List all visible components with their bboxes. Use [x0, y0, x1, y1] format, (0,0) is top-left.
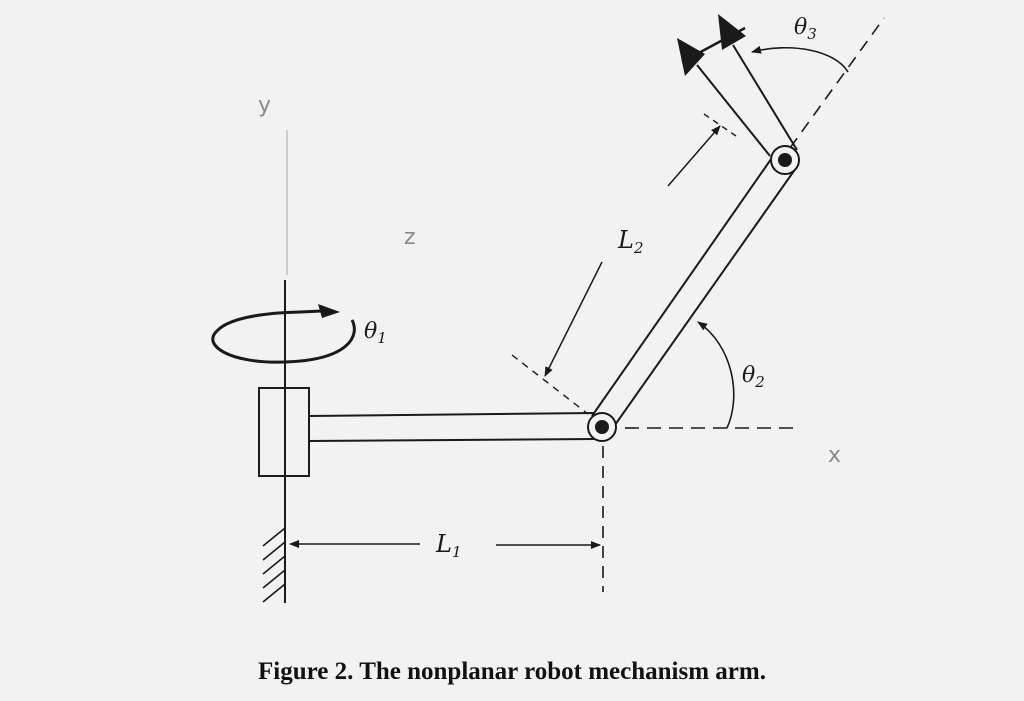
- link-3: [696, 44, 798, 157]
- l2-label: L2: [617, 226, 643, 257]
- l2-dimension-extension-top: [703, 113, 737, 137]
- link-2: [591, 151, 797, 433]
- theta2-arc: [697, 321, 735, 429]
- theta3-arc: [751, 45, 849, 73]
- x-axis-label: x: [828, 443, 841, 468]
- joint-3: [770, 145, 800, 175]
- gripper: [677, 14, 746, 76]
- l2-dimension-line-upper: [667, 125, 721, 187]
- link-1: [308, 412, 596, 442]
- figure-caption: Figure 2. The nonplanar robot mechanism …: [258, 658, 766, 685]
- joint-2: [587, 412, 617, 442]
- ground-hatching: [262, 527, 286, 603]
- l1-label: L1: [435, 530, 461, 561]
- theta2-label: θ2: [742, 363, 765, 391]
- base-block: [258, 387, 310, 477]
- z-axis-label: z: [404, 225, 416, 250]
- y-axis-label: y: [258, 93, 271, 118]
- theta1-rotation-arrow: [211, 304, 356, 364]
- link2-extension-dashed-line: [789, 17, 885, 149]
- theta3-label: θ3: [794, 15, 817, 43]
- theta1-label: θ1: [364, 319, 387, 347]
- l2-dimension-line-lower: [544, 261, 603, 377]
- l2-dimension-extension-bottom: [511, 354, 589, 415]
